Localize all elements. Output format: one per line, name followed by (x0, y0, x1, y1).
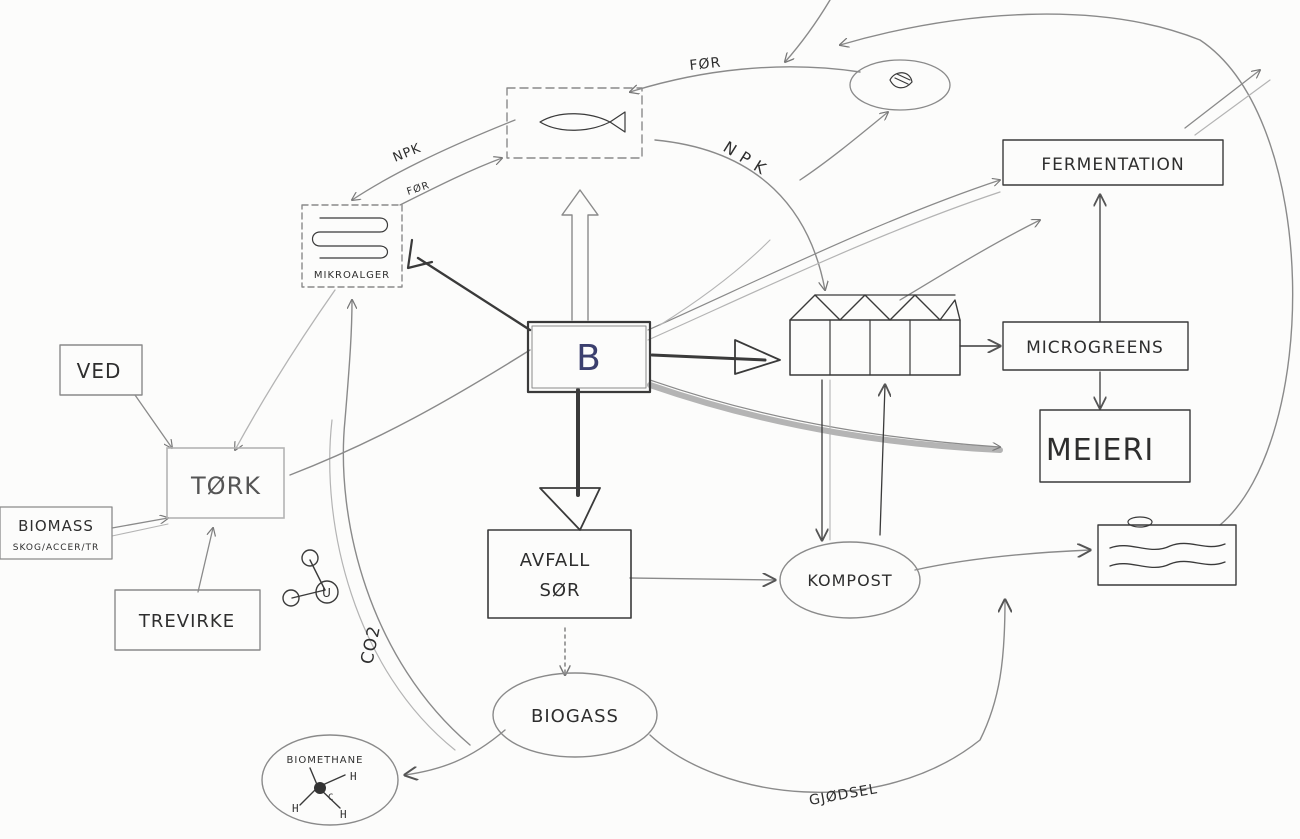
node-worms (1097, 516, 1237, 586)
node-avfall: AVFALL SØR (487, 529, 632, 619)
molecule-atom-label: U (322, 586, 332, 600)
fish-icon (539, 111, 626, 133)
node-meieri: MEIERI (1039, 409, 1191, 483)
algae-icon (311, 217, 389, 259)
shrimp-icon (889, 72, 913, 89)
node-avfall-line1: AVFALL (520, 550, 591, 571)
node-avfall-line2: SØR (539, 580, 580, 601)
node-tork-label: TØRK (190, 472, 261, 500)
node-tork: TØRK (166, 447, 285, 519)
label-for-top: FØR (689, 55, 722, 74)
node-fermentation: FERMENTATION (1002, 139, 1224, 186)
node-biomass: BIOMASS SKOG/ACCER/TR (0, 506, 113, 560)
node-biogass: BIOGASS (492, 672, 658, 758)
node-center: B (526, 320, 652, 394)
node-fermentation-label: FERMENTATION (1041, 155, 1184, 175)
node-ved: VED (59, 344, 143, 396)
label-co2: CO2 (357, 624, 385, 666)
node-shrimp (849, 59, 951, 111)
node-microgreens: MICROGREENS (1002, 321, 1189, 371)
node-mikroalger: MIKROALGER (301, 204, 403, 288)
node-microgreens-label: MICROGREENS (1026, 338, 1164, 358)
node-ved-label: VED (77, 359, 122, 383)
node-fish-tank (506, 87, 643, 159)
molecule-h2: H (340, 808, 347, 821)
node-meieri-label: MEIERI (1046, 433, 1154, 468)
node-kompost: KOMPOST (779, 541, 921, 619)
edge-labels: FØR FØR NPK N P K CO2 GJØDSEL (357, 55, 879, 809)
label-for-small: FØR (405, 179, 431, 198)
label-npk-right: N P K (720, 137, 770, 178)
node-biomass-sub: SKOG/ACCER/TR (13, 543, 100, 553)
thick-arrows (406, 189, 781, 531)
node-trevirke-label: TREVIRKE (138, 611, 235, 632)
connector-lines (111, 0, 1294, 793)
node-biogass-label: BIOGASS (531, 706, 619, 727)
worms-icon (1109, 542, 1226, 569)
node-trevirke: TREVIRKE (114, 589, 261, 651)
molecule-h1: H (292, 802, 299, 815)
node-biomethane: BIOMETHANE H H H C (261, 734, 399, 826)
node-center-label: B (576, 338, 602, 379)
molecule-h3: H (350, 770, 357, 783)
node-biomass-label: BIOMASS (18, 517, 94, 535)
node-biomethane-label: BIOMETHANE (287, 755, 364, 766)
molecule-c: C (328, 793, 333, 803)
node-greenhouse (789, 294, 961, 376)
molecule-water: U (282, 549, 339, 607)
label-gjodsel: GJØDSEL (808, 781, 879, 809)
node-mikroalger-label: MIKROALGER (314, 270, 390, 281)
node-kompost-label: KOMPOST (807, 571, 892, 590)
